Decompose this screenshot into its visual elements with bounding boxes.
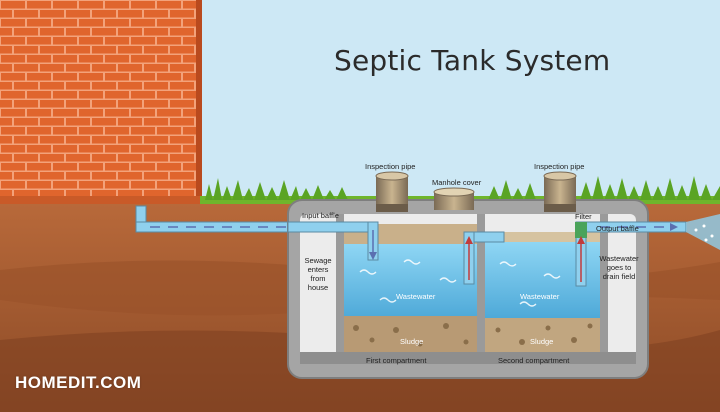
site-watermark: HOMEDIT.COM [15,373,142,392]
label-manhole-cover: Manhole cover [432,178,482,187]
label-sewage-enters: Sewage enters from house [300,256,336,292]
label-input-baffle: Input baffle [302,211,339,220]
manhole-shape [433,187,475,210]
label-drain-line1: Wastewater [599,254,639,263]
scum-right [485,232,600,244]
label-filter: Filter [575,212,592,221]
tank-floor [300,352,636,364]
label-wastewater-left: Wastewater [396,292,436,301]
label-inspection-pipe-right: Inspection pipe [534,162,585,171]
compartment-divider [477,214,485,352]
label-first-compartment: First compartment [366,356,427,365]
diagram-title: Septic Tank System [334,44,611,77]
transfer-pipe [463,231,505,285]
label-second-compartment: Second compartment [498,356,570,365]
label-sludge-right: Sludge [530,337,554,346]
label-sewage-line2: enters [307,265,329,274]
input-baffle [287,221,379,261]
output-baffle [575,221,687,287]
house-brick-wall [0,0,200,200]
label-inspection-pipe-left: Inspection pipe [365,162,416,171]
water-left [344,244,477,318]
label-sewage-line1: Sewage [304,256,332,265]
inspection-pipe-left-shape [375,171,409,212]
water-waves [359,259,561,307]
first-compartment-wall [336,214,344,352]
filter-element [575,222,587,238]
house-foundation [0,196,204,204]
house-wall-edge [196,0,202,200]
label-output-baffle: Output baffle [596,224,639,233]
sludge-layer [344,316,600,352]
inspection-pipe-right-shape [543,171,577,212]
second-compartment-wall [600,214,608,352]
label-sludge-left: Sludge [400,337,424,346]
drain-field-outflow [686,214,720,250]
label-drain-field: Wastewater goes to drain field [598,254,640,281]
label-wastewater-right: Wastewater [520,292,560,301]
label-drain-line2: goes to [606,263,632,272]
label-sewage-line3: from house [307,274,329,292]
label-drain-line3: drain field [602,272,636,281]
